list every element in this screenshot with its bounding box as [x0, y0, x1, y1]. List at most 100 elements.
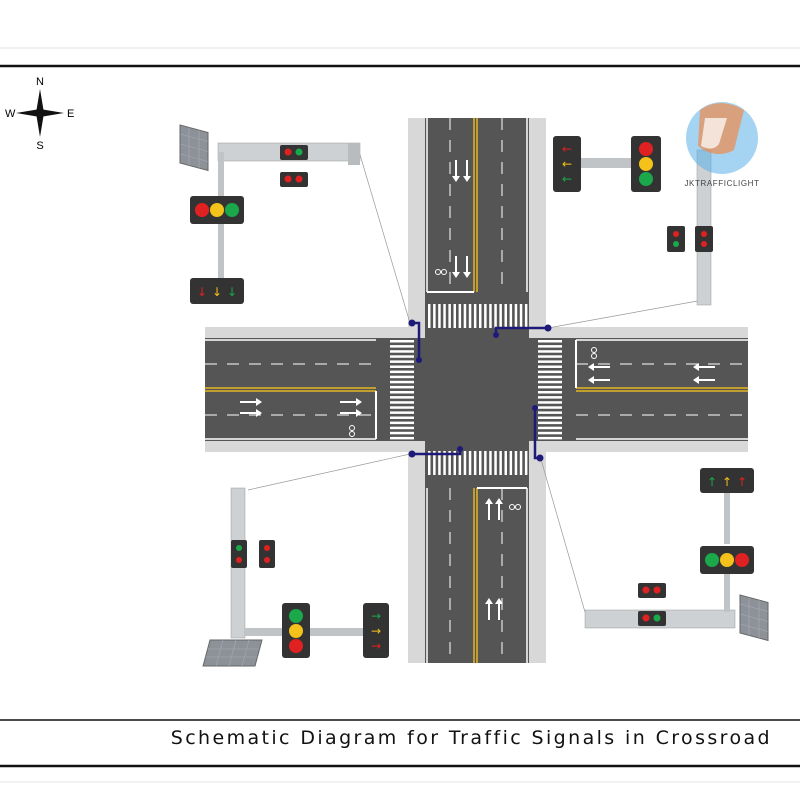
solar-panel-icon	[202, 639, 263, 667]
lamp-yellow	[720, 553, 734, 567]
crosswalk-stripe	[504, 451, 507, 475]
leader-lines	[247, 147, 704, 613]
lane-arrows	[240, 160, 715, 620]
crosswalk-stripe	[489, 304, 492, 328]
arrow-signal-housing	[190, 278, 244, 304]
lamp-yellow	[210, 203, 224, 217]
lamp-yellow	[289, 624, 303, 638]
crosswalk-stripe	[538, 421, 562, 425]
crosswalk-stripe	[538, 370, 562, 374]
crosswalk-north	[428, 304, 528, 328]
north-road-markings	[426, 118, 528, 293]
crosswalk-stripe	[484, 451, 487, 475]
crosswalk-stripe	[453, 304, 456, 328]
logo-text: JKTRAFFICLIGHT	[684, 179, 759, 188]
arrow-signal-housing	[553, 136, 581, 192]
compass-rose-icon: N S E W	[5, 76, 74, 152]
diagram-caption: Schematic Diagram for Traffic Signals in…	[170, 727, 772, 749]
crosswalk-stripe	[390, 365, 414, 368]
west-road-markings	[205, 339, 377, 440]
crosswalk-east	[538, 340, 562, 440]
signal-group-northwest: ↓ ↓ ↓	[179, 124, 361, 304]
crosswalk-stripe	[524, 304, 528, 328]
crosswalk-stripe	[390, 426, 414, 430]
south-road-markings	[426, 487, 528, 663]
crosswalk-stripe	[524, 451, 528, 475]
crosswalk-stripe	[390, 421, 414, 425]
compass-east: E	[67, 108, 74, 120]
compass-north: N	[36, 76, 44, 88]
crosswalk-stripe	[494, 304, 497, 328]
crosswalk-stripe	[390, 391, 414, 394]
lamp-red	[289, 639, 303, 653]
crosswalk-stripe	[538, 360, 562, 363]
crosswalk-stripe	[514, 451, 518, 475]
crosswalk-south	[428, 451, 528, 475]
crosswalk-stripe	[514, 304, 518, 328]
east-road-markings	[575, 339, 748, 440]
crosswalk-stripe	[390, 360, 414, 363]
svg-text:↑: ↑	[737, 475, 747, 489]
crosswalk-stripe	[390, 380, 414, 384]
signal-group-southwest: → → →	[202, 487, 389, 667]
crosswalk-stripe	[473, 451, 477, 475]
crosswalk-stripe	[504, 304, 507, 328]
crosswalk-stripe	[479, 304, 482, 328]
crosswalk-stripe	[538, 380, 562, 384]
crosswalk-stripe	[519, 451, 523, 475]
crosswalk-stripe	[390, 375, 414, 379]
crosswalk-stripe	[519, 304, 523, 328]
crosswalk-stripe	[489, 451, 492, 475]
compass-south: S	[36, 140, 43, 152]
crosswalk-stripe	[538, 345, 562, 348]
crosswalk-stripe	[538, 391, 562, 394]
crosswalk-stripe	[463, 304, 467, 328]
lamp-red	[639, 142, 653, 156]
lamp-green	[225, 203, 239, 217]
crosswalk-stripe	[499, 451, 502, 475]
crosswalk-west	[390, 340, 414, 440]
signal-group-northeast: ← ← ←	[553, 136, 713, 306]
arrow-left-red-icon: ↓	[197, 285, 207, 299]
crosswalk-stripe	[538, 385, 562, 389]
wire-nodes	[408, 319, 552, 462]
svg-text:←: ←	[562, 172, 572, 186]
crosswalk-stripe	[538, 436, 562, 440]
crosswalk-stripe	[509, 451, 513, 475]
crosswalk-stripe	[538, 340, 562, 343]
arrow-signal-housing	[363, 603, 389, 658]
lamp-red	[735, 553, 749, 567]
crosswalk-stripe	[448, 304, 451, 328]
crosswalk-stripe	[494, 451, 497, 475]
crosswalk-stripe	[499, 304, 502, 328]
crosswalk-stripe	[390, 385, 414, 389]
crosswalk-stripe	[468, 304, 472, 328]
crosswalk-stripe	[390, 340, 414, 343]
crosswalk-stripe	[428, 304, 431, 328]
crosswalk-stripe	[443, 304, 446, 328]
lamp-green	[289, 609, 303, 623]
crosswalk-stripe	[538, 431, 562, 435]
lamp-red	[195, 203, 209, 217]
crosswalk-stripe	[390, 431, 414, 435]
crosswalk-stripe	[468, 451, 472, 475]
crosswalk-stripe	[538, 350, 562, 353]
crosswalk-stripe	[509, 304, 513, 328]
crosswalk-stripe	[538, 411, 562, 414]
crosswalk-stripe	[390, 345, 414, 348]
crosswalk-stripe	[390, 416, 414, 419]
arrow-right-green-icon: ↓	[227, 285, 237, 299]
crosswalk-stripe	[484, 304, 487, 328]
solar-panel-icon	[179, 124, 209, 172]
lamp-green	[639, 172, 653, 186]
svg-text:→: →	[371, 639, 381, 653]
crosswalk-stripe	[390, 396, 414, 399]
crosswalk-stripe	[458, 451, 462, 475]
bicycle-icon	[349, 269, 597, 510]
arrow-down-yellow-icon: ↓	[212, 285, 222, 299]
crosswalk-stripe	[479, 451, 482, 475]
lamp-green	[705, 553, 719, 567]
signal-group-southeast: ↑ ↑ ↑	[584, 468, 769, 642]
crosswalk-stripe	[538, 365, 562, 368]
